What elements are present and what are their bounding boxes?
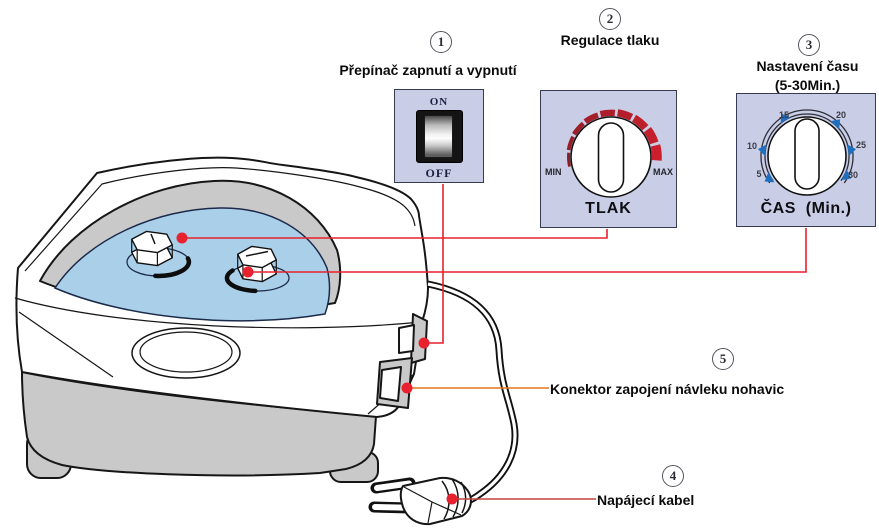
switch-off-label: OFF xyxy=(425,166,453,180)
label-hose-connector: Konektor zapojení návleku nohavic xyxy=(550,381,785,397)
label-time-range: (5-30Min.) xyxy=(774,77,841,93)
power-plug xyxy=(368,476,472,526)
pressure-panel-label: TLAK xyxy=(585,200,632,217)
callout-number-4: 4 xyxy=(662,465,684,487)
pressure-knob-illustration xyxy=(126,230,192,279)
callout-leader-lines xyxy=(176,184,807,505)
label-time-setting: Nastavení času xyxy=(756,58,859,74)
timer-tick-5: 5 xyxy=(756,169,762,179)
pressure-min-label: MIN xyxy=(545,167,562,177)
timer-panel-label: ČAS (Min.) xyxy=(760,200,852,217)
leader-dot-pressure xyxy=(176,232,188,244)
label-power-switch: Přepínač zapnutí a vypnutí xyxy=(339,62,517,78)
pressure-max-label: MAX xyxy=(653,167,673,177)
timer-tick-25: 25 xyxy=(855,140,867,150)
label-pressure-regulation: Regulace tlaku xyxy=(560,32,660,48)
rocker-switch-button xyxy=(423,115,453,158)
body-rim-line xyxy=(24,167,416,272)
power-switch-panel: ON OFF xyxy=(394,89,484,183)
timer-scale-ring xyxy=(757,109,857,184)
left-chamfer-line xyxy=(18,311,114,378)
timer-knob-graphic xyxy=(757,109,857,196)
body-seam-line xyxy=(14,297,422,329)
hose-connector-face xyxy=(379,366,402,402)
rocker-switch xyxy=(415,110,463,163)
pressure-knob-pointer xyxy=(597,122,625,193)
callout-number-1: 1 xyxy=(430,31,452,53)
timer-tick-15: 15 xyxy=(778,110,790,120)
callout-number-2: 2 xyxy=(599,8,621,30)
timer-tick-10: 10 xyxy=(746,141,758,151)
timer-tick-30: 30 xyxy=(847,170,859,180)
leader-dot-connector xyxy=(401,382,413,394)
timer-tick-20: 20 xyxy=(835,110,847,120)
power-switch-side-tab xyxy=(398,324,415,354)
callout-number-5: 5 xyxy=(712,348,734,370)
leader-line-timer xyxy=(248,228,807,273)
leader-dot-switch xyxy=(418,337,430,349)
oval-emblem xyxy=(131,327,241,379)
oval-emblem-inner xyxy=(139,331,233,373)
timer-knob-pointer xyxy=(794,118,820,190)
leader-dot-timer xyxy=(242,266,254,278)
pressure-red-arc xyxy=(566,109,662,167)
leader-dot-cable xyxy=(446,493,458,505)
power-cable xyxy=(427,280,519,506)
switch-on-label: ON xyxy=(429,96,449,108)
timer-panel: 5 10 15 20 25 30 ČAS (Min.) xyxy=(736,93,876,227)
label-power-cable: Napájecí kabel xyxy=(597,492,695,508)
timer-knob-illustration xyxy=(224,245,290,294)
pressure-panel: MIN MAX TLAK xyxy=(540,90,677,228)
callout-number-3: 3 xyxy=(798,34,820,56)
pressure-knob-graphic xyxy=(566,109,662,198)
compressor-unit xyxy=(14,156,519,526)
leader-line-pressure xyxy=(182,229,608,239)
leader-line-switch xyxy=(424,184,444,344)
control-panel-blue xyxy=(53,207,331,322)
